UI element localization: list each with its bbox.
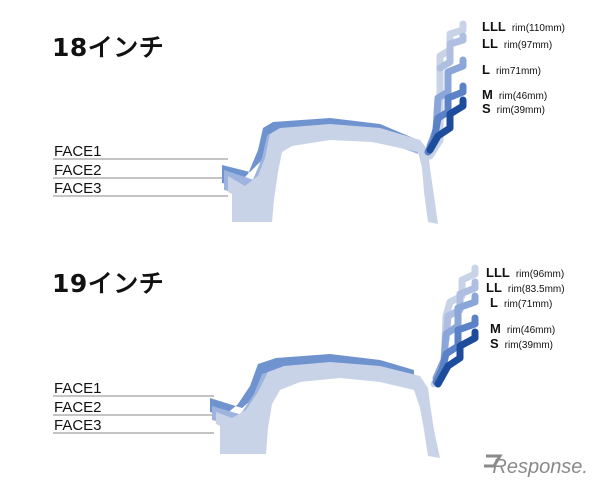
face3-shape (228, 124, 438, 224)
rim-width: rim(97mm) (503, 40, 553, 51)
face1-shape (210, 354, 414, 416)
watermark-logo-icon (484, 454, 503, 468)
face1-label: FACE1 (54, 380, 102, 397)
rim-width: rim(96mm) (515, 269, 565, 280)
rim-size: L (482, 62, 490, 77)
rim-size: LL (482, 36, 498, 51)
rim-width: rim(83.5mm) (507, 284, 565, 295)
response-watermark: Response. (492, 456, 588, 478)
rim-size: LLL (486, 265, 510, 280)
rim-width: rim(39mm) (496, 105, 545, 116)
section-18-title: 18インチ (52, 33, 165, 62)
rim-label-lll: LLL rim(110mm) (482, 18, 565, 36)
section-18-inch (53, 20, 467, 224)
rim-width: rim(46mm) (498, 91, 548, 102)
face2-shape (212, 364, 414, 424)
rim-ll-line (442, 278, 479, 344)
rim-width: rim71mm) (495, 66, 541, 77)
face1-label: FACE1 (54, 143, 102, 160)
rim-s-line (426, 96, 467, 154)
rim-label-ll: LL rim(83.5mm) (486, 279, 565, 297)
rim-size: S (482, 101, 491, 116)
rim-size: S (490, 336, 499, 351)
face2-label: FACE2 (54, 399, 102, 416)
rim-width: rim(71mm) (503, 299, 553, 310)
rim-size: L (490, 295, 498, 310)
face3-shape (216, 362, 440, 458)
rim-label-ll: LL rim(97mm) (482, 35, 552, 53)
rim-ll-line (436, 32, 467, 72)
rim-s-line (434, 328, 479, 388)
rim-width: rim(39mm) (504, 340, 553, 351)
rim-width: rim(110mm) (511, 23, 565, 34)
rim-width: rim(46mm) (506, 325, 556, 336)
face3-label: FACE3 (54, 417, 102, 434)
rim-size: M (490, 321, 501, 336)
section-19-inch (53, 264, 479, 458)
face3-label: FACE3 (54, 180, 102, 197)
rim-size: LL (486, 280, 502, 295)
rim-size: M (482, 87, 493, 102)
section-19-title: 19インチ (52, 269, 165, 298)
rim-size: LLL (482, 19, 506, 34)
rim-label-lll: LLL rim(96mm) (486, 264, 564, 282)
face2-label: FACE2 (54, 162, 102, 179)
